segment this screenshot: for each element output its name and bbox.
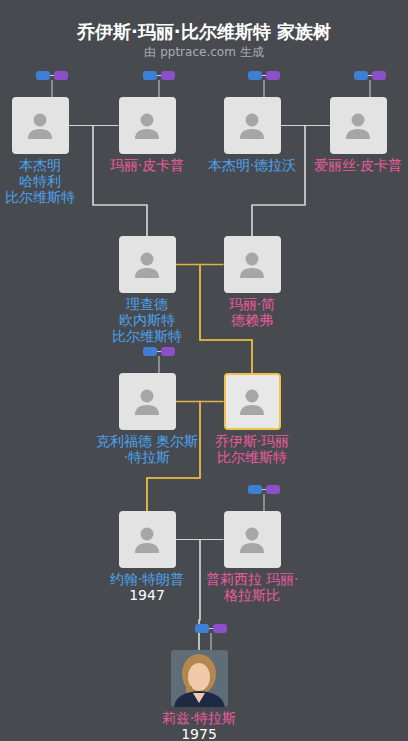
person-node: 克利福德 奥尔斯·特拉斯 [95,373,199,465]
avatar-box [224,511,281,568]
diagram-caption: 由 pptrace.com 生成 [0,44,408,61]
relation-icons [36,71,386,650]
avatar-box [224,97,281,154]
avatar-silhouette [234,522,270,558]
person-name: 克利福德 奥尔斯·特拉斯 [95,433,199,465]
person-name: 理查德 欧内斯特 比尔维斯特 [110,296,184,344]
avatar-box [224,236,281,293]
icon-pair [248,485,280,511]
avatar-silhouette [129,522,165,558]
birth-year: 1947 [87,587,207,603]
avatar-silhouette [234,384,270,420]
avatar-silhouette [129,384,165,420]
icon-pair [143,347,175,373]
person-node: 乔伊斯·玛丽 比尔维斯特 [200,373,304,465]
avatar-box [119,97,176,154]
person-name: 玛丽·皮卡普 [87,157,207,173]
person-node: 理查德 欧内斯特 比尔维斯特 [110,236,184,344]
icon-pair [354,71,386,97]
person-node: 约翰·特朗普1947 [87,511,207,603]
avatar-silhouette [22,108,58,144]
person-name: 莉兹·特拉斯 [139,710,259,726]
person-node: 玛丽·简 德赖弗 [215,236,289,328]
person-node: 莉兹·特拉斯1975 [139,650,259,741]
person-node: 本杰明·德拉沃 [192,97,312,173]
avatar-box [119,373,176,430]
person-name: 乔伊斯·玛丽 比尔维斯特 [200,433,304,465]
portrait-photo [171,650,228,707]
person-name: 爱丽丝·皮卡普 [305,157,408,173]
photo-frame [171,650,228,707]
person-name: 普莉西拉 玛丽·格拉斯比 [200,571,304,603]
avatar-silhouette [234,247,270,283]
person-node: 普莉西拉 玛丽·格拉斯比 [200,511,304,603]
icon-pair [248,71,280,97]
icon-pair [195,624,227,650]
avatar-silhouette [340,108,376,144]
avatar-box [119,511,176,568]
person-node: 爱丽丝·皮卡普 [305,97,408,173]
avatar-silhouette [129,108,165,144]
avatar-box [119,236,176,293]
icon-pair [36,71,68,97]
person-name: 玛丽·简 德赖弗 [215,296,289,328]
avatar-silhouette [129,247,165,283]
diagram-title: 乔伊斯·玛丽·比尔维斯特 家族树 [0,20,408,44]
avatar-box [224,373,281,430]
family-connector [176,540,201,651]
person-node: 玛丽·皮卡普 [87,97,207,173]
person-node: 本杰明 哈特利 比尔维斯特 [3,97,77,205]
person-name: 本杰明 哈特利 比尔维斯特 [3,157,77,205]
family-connector [199,540,224,651]
avatar-box [330,97,387,154]
person-name: 约翰·特朗普 [87,571,207,587]
icon-pair [143,71,175,97]
avatar-silhouette [234,108,270,144]
person-name: 本杰明·德拉沃 [192,157,312,173]
avatar-box [12,97,69,154]
birth-year: 1975 [139,726,259,741]
